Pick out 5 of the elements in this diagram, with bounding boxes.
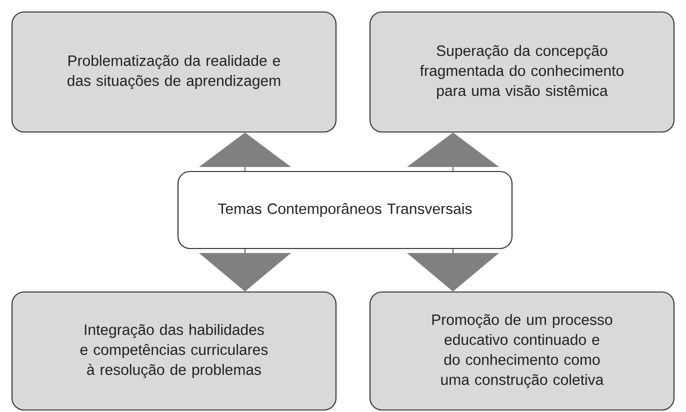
text-box: Problematização da realidade e das situações de aprendizagem — [11, 11, 337, 133]
text-box: Integração das habilidades e competências curriculares à resolução de problemas — [11, 291, 337, 411]
text-box: Temas Contemporâneos Transversais — [177, 170, 513, 250]
text-box: Promoção de um processo educativo continuado e do conhecimento como uma construção coletiva — [369, 291, 675, 411]
text-box: Superação da concepção fragmentada do conhecimento para uma visão sistêmica — [369, 11, 675, 133]
